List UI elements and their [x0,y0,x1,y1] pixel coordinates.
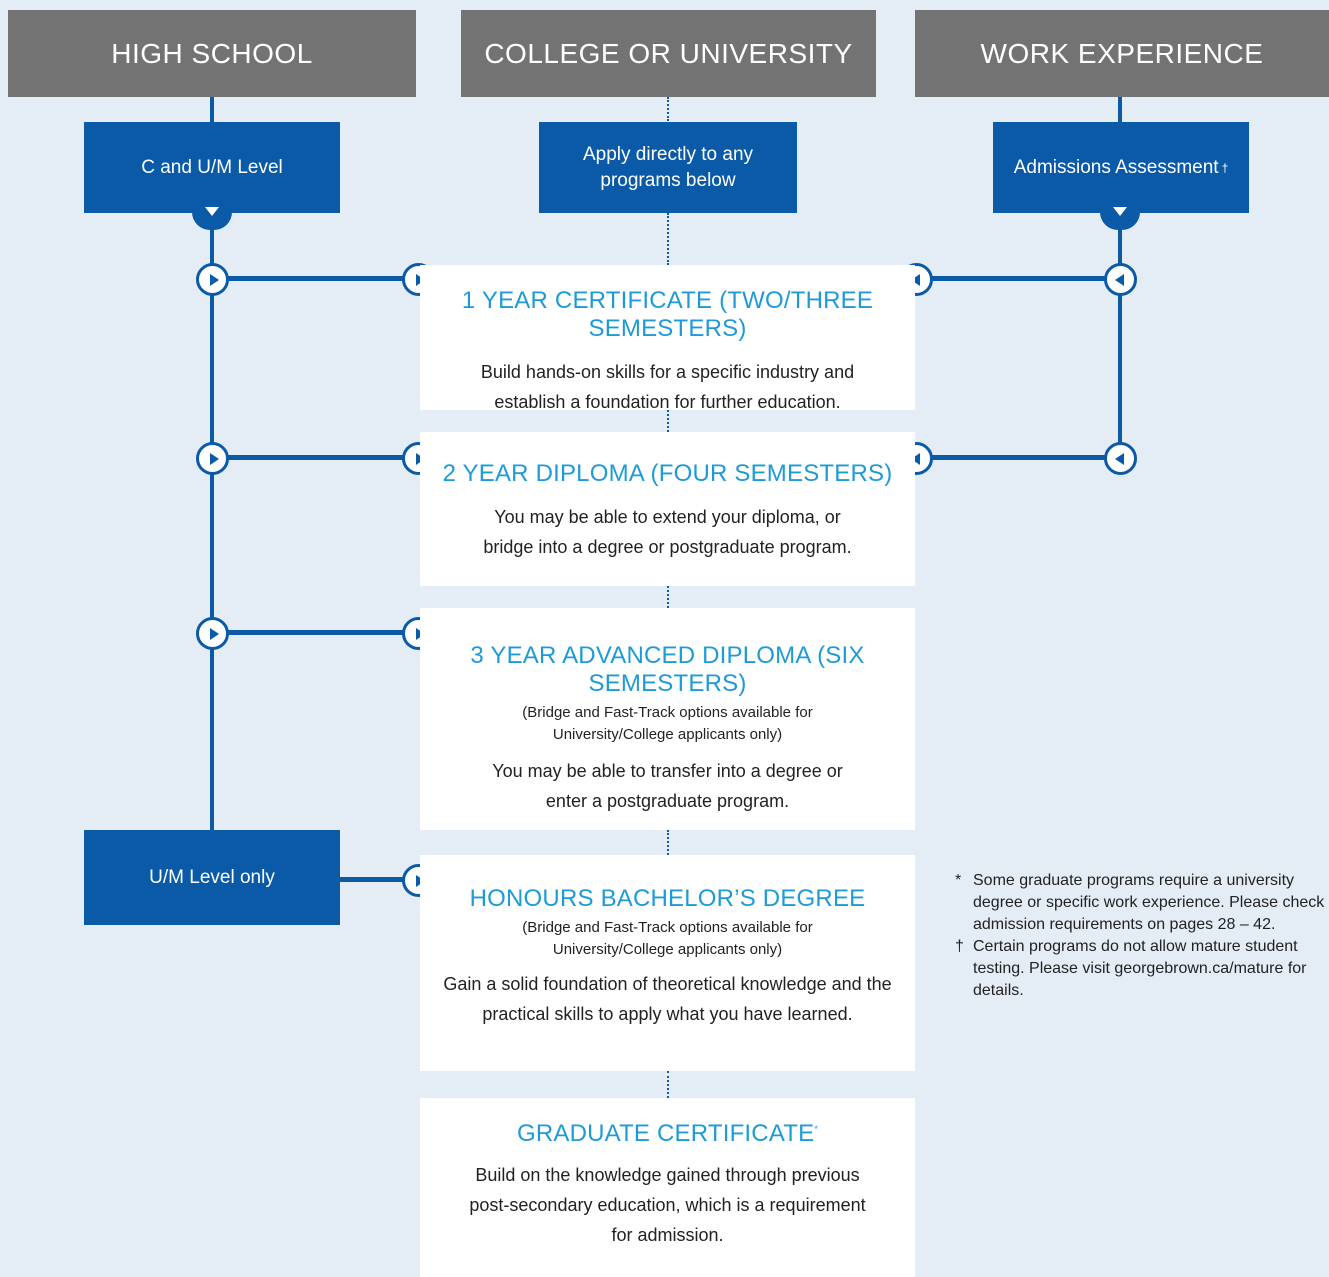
um-level-box: U/M Level only [84,830,340,925]
footnote-text: Certain programs do not allow mature stu… [973,938,1307,999]
college-dots-top [667,97,669,121]
program-description: Gain a solid foundation of theoretical k… [443,974,892,1024]
program-description: You may be able to transfer into a degre… [492,761,843,811]
footnote-dagger: † Certain programs do not allow mature s… [955,936,1327,1002]
college-dots-5 [667,1071,669,1098]
hs-row2-arrow-icon [196,442,229,475]
hs-down-arrow-icon [205,207,219,216]
program-note: (Bridge and Fast-Track options available… [522,704,813,743]
program-card-diploma: 2 YEAR DIPLOMA (FOUR SEMESTERS) You may … [420,432,915,586]
footnote-mark: * [955,872,962,889]
header-high-school-label: HIGH SCHOOL [111,37,313,69]
work-assessment-label: Admissions Assessment [1013,156,1219,178]
program-title: HONOURS BACHELOR’S DEGREE [469,885,866,912]
hs-row1-line [226,276,406,281]
program-description: Build on the knowledge gained through pr… [469,1165,866,1245]
hs-row1-arrow-icon [196,263,229,296]
hs-row3-line [226,630,406,635]
program-note: (Bridge and Fast-Track options available… [522,919,813,958]
program-title: GRADUATE CERTIFICATE* [420,1120,915,1148]
work-row2-arrow-icon [1104,442,1137,475]
header-high-school: HIGH SCHOOL [8,10,416,97]
hs-row3-arrow-icon [196,617,229,650]
footnote-asterisk: * Some graduate programs require a unive… [955,870,1327,936]
header-college: COLLEGE OR UNIVERSITY [461,10,876,97]
program-title: 3 YEAR ADVANCED DIPLOMA (SIX SEMESTERS) [470,642,865,697]
program-title: 2 YEAR DIPLOMA (FOUR SEMESTERS) [442,460,893,487]
hs-level-label: C and U/M Level [141,156,283,178]
work-down-arrow-icon [1113,207,1127,216]
work-row1-arrow-icon [1104,263,1137,296]
work-row1-line [932,276,1108,281]
hs-connector-top [210,97,214,122]
program-card-certificate: 1 YEAR CERTIFICATE (TWO/THREE SEMESTERS)… [420,265,915,412]
footnotes: * Some graduate programs require a unive… [955,870,1327,1002]
college-apply-box: Apply directly to any programs below [539,122,797,213]
program-description: Build hands-on skills for a specific ind… [480,362,855,412]
hs-spine [210,225,214,830]
hs-box-tab [192,212,232,230]
footnote-mark: † [955,938,964,955]
program-card-bachelors: HONOURS BACHELOR’S DEGREE (Bridge and Fa… [420,855,915,1071]
college-dots-3 [667,586,669,608]
hs-row2-line [226,455,406,460]
program-card-graduate-certificate: GRADUATE CERTIFICATE* Build on the knowl… [420,1098,915,1277]
program-description: You may be able to extend your diploma, … [483,507,852,557]
college-dots-4 [667,830,669,855]
um-row4-line [340,877,406,882]
program-title: 1 YEAR CERTIFICATE (TWO/THREE SEMESTERS) [461,287,874,342]
work-connector-top [1118,97,1122,122]
um-level-label: U/M Level only [149,866,275,888]
work-assessment-box: Admissions Assessment† [993,122,1249,213]
header-work: WORK EXPERIENCE [915,10,1329,97]
college-apply-label: Apply directly to any programs below [582,143,754,191]
program-title-text: GRADUATE CERTIFICATE [516,1120,815,1147]
header-work-label: WORK EXPERIENCE [980,37,1264,69]
college-dots-1 [667,213,669,265]
work-row2-line [932,455,1108,460]
program-title-mark: * [814,1124,819,1134]
college-dots-2 [667,410,669,432]
header-college-label: COLLEGE OR UNIVERSITY [484,37,853,69]
hs-level-box: C and U/M Level [84,122,340,213]
footnote-text: Some graduate programs require a univers… [973,872,1325,933]
work-box-tab [1100,212,1140,230]
work-spine [1118,225,1122,455]
program-card-advanced-diploma: 3 YEAR ADVANCED DIPLOMA (SIX SEMESTERS) … [420,608,915,830]
work-assessment-mark: † [1221,160,1229,175]
